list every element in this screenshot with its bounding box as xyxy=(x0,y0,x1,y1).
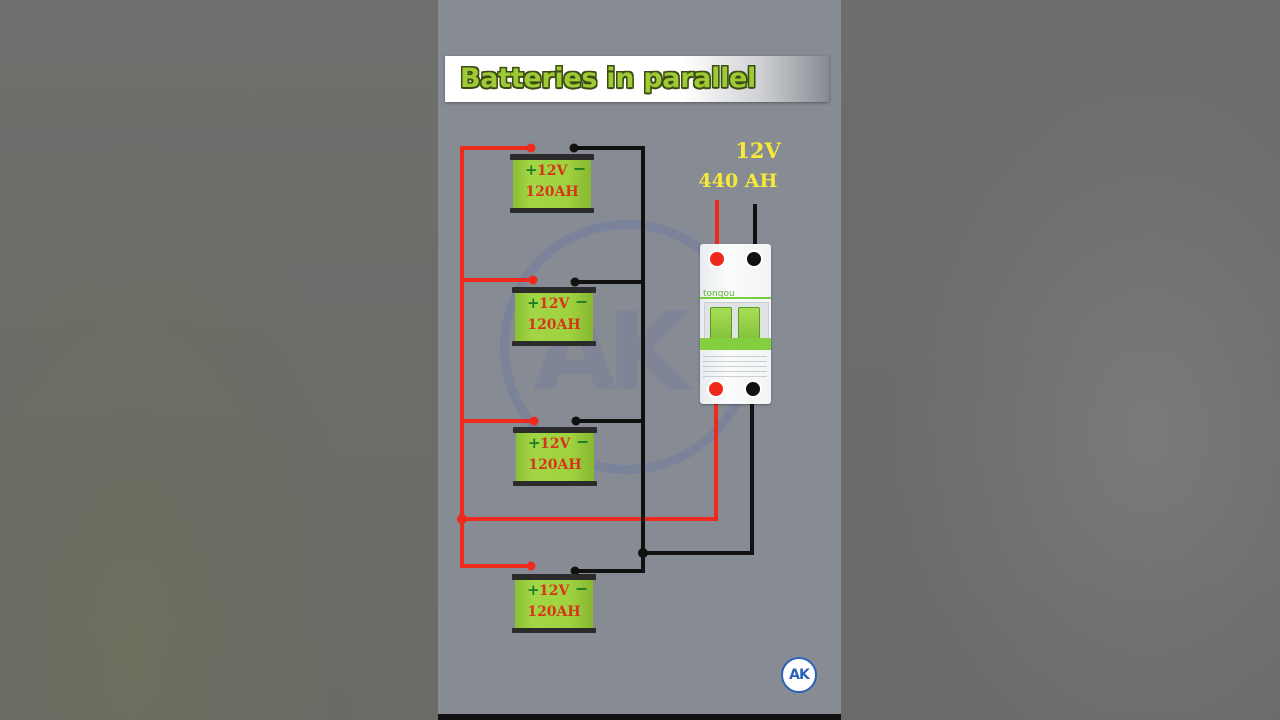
positive-terminal-icon: + xyxy=(527,294,540,312)
breaker-brand: tongou xyxy=(703,289,735,299)
dc-circuit-breaker: tongou xyxy=(700,244,771,404)
battery-4: + 12V − 120AH xyxy=(512,574,596,634)
battery-capacity: 120AH xyxy=(527,317,581,333)
battery-voltage: 12V xyxy=(539,583,570,599)
negative-to-breaker xyxy=(641,387,754,555)
diagram-title: Batteries in parallel xyxy=(460,63,757,94)
breaker-switch-handle xyxy=(710,307,732,341)
bottom-bar xyxy=(438,714,841,720)
battery-voltage: 12V xyxy=(537,163,568,179)
battery-capacity: 120AH xyxy=(527,604,581,620)
logo-text: AK xyxy=(789,667,810,683)
output-voltage: 12V xyxy=(735,138,781,163)
wiring-diagram xyxy=(457,143,757,576)
channel-logo: AK xyxy=(781,657,817,693)
battery-3: + 12V − 120AH xyxy=(513,427,597,487)
diagram-panel: AK Batteries in parallel xyxy=(438,0,841,720)
junction-red-1 xyxy=(526,143,536,153)
positive-terminal-icon: + xyxy=(528,434,541,452)
junction-black-4 xyxy=(570,566,580,576)
battery-voltage: 12V xyxy=(540,436,571,452)
positive-wiring xyxy=(460,146,719,568)
negative-terminal-icon: − xyxy=(575,292,589,311)
battery-capacity: 120AH xyxy=(525,184,579,200)
positive-to-breaker xyxy=(460,387,718,521)
battery-1: + 12V − 120AH xyxy=(510,154,594,214)
battery-2: + 12V − 120AH xyxy=(512,287,596,347)
output-capacity: 440 AH xyxy=(698,170,778,192)
background-right xyxy=(841,0,1280,720)
junction-red-bus xyxy=(457,514,467,524)
junction-black-3 xyxy=(571,416,581,426)
negative-terminal-icon: − xyxy=(575,579,589,598)
negative-terminal-icon: − xyxy=(573,159,587,178)
positive-terminal-icon: + xyxy=(525,161,538,179)
breaker-rating-text xyxy=(703,352,767,378)
junction-red-4 xyxy=(526,561,536,571)
junction-black-bus xyxy=(638,548,648,558)
positive-terminal-icon: + xyxy=(527,581,540,599)
junction-red-3 xyxy=(529,416,539,426)
negative-wiring xyxy=(571,146,757,573)
title-banner: Batteries in parallel xyxy=(445,56,829,102)
battery-voltage: 12V xyxy=(539,296,570,312)
background-left xyxy=(0,0,438,720)
junction-black-2 xyxy=(570,277,580,287)
negative-terminal-icon: − xyxy=(576,432,590,451)
junction-red-2 xyxy=(528,275,538,285)
breaker-switch-handle xyxy=(738,307,760,341)
junction-black-1 xyxy=(569,143,579,153)
junction-dots xyxy=(457,143,648,576)
battery-capacity: 120AH xyxy=(528,457,582,473)
